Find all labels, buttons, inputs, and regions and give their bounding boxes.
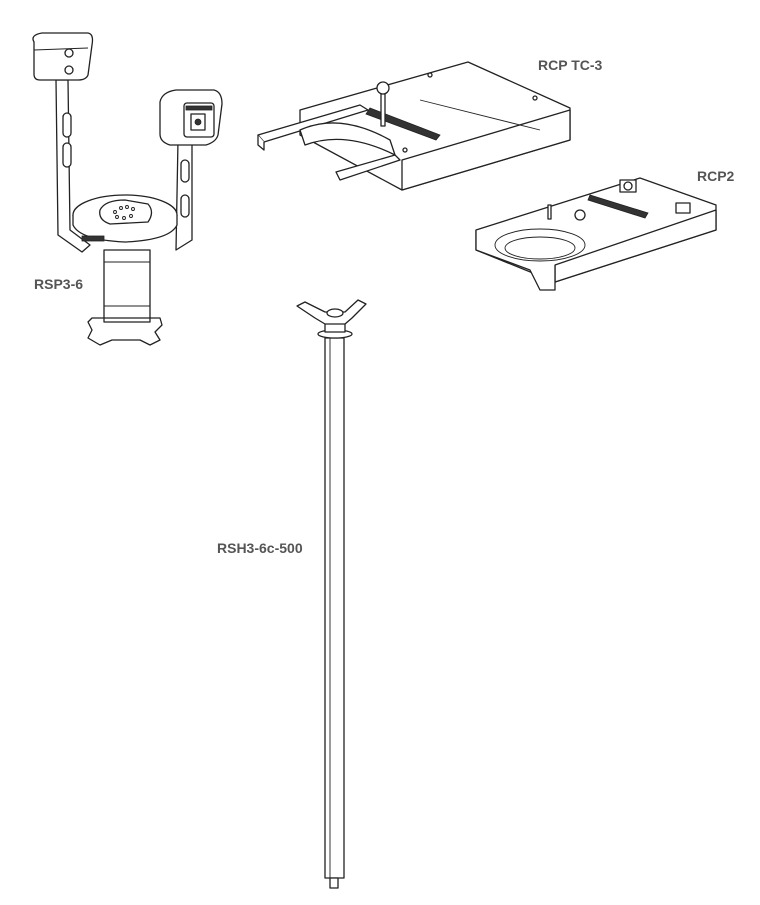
label-rcp-tc-3: RCP TC-3 — [538, 57, 603, 73]
label-rsh3-6c-500: RSH3-6c-500 — [217, 540, 303, 556]
label-rcp2: RCP2 — [697, 168, 735, 184]
rsh3-6c-500-drawing — [296, 299, 367, 889]
rsp3-6-drawing — [32, 32, 223, 346]
rcp2-drawing — [475, 177, 717, 291]
rcp-tc-3-drawing — [257, 61, 571, 191]
label-rsp3-6: RSP3-6 — [34, 276, 84, 292]
